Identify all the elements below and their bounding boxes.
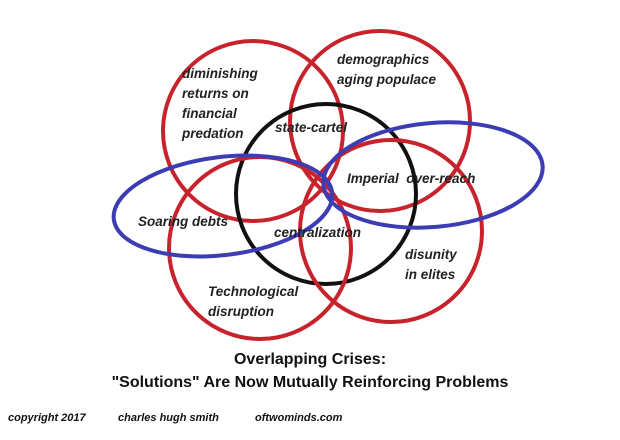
label-line: predation — [182, 126, 244, 141]
footer-copyright: copyright 2017 — [8, 412, 86, 424]
title-line-1: Overlapping Crises: — [233, 351, 387, 368]
circle-disunity — [298, 138, 484, 324]
footer-site: oftwominds.com — [255, 412, 343, 424]
ellipse-imperial — [321, 120, 545, 230]
circle-financial — [161, 39, 345, 223]
label-line: Technological — [208, 284, 299, 299]
label-centralization: centralization — [274, 225, 362, 240]
label-line: aging populace — [337, 72, 437, 87]
label-imperial-overreach: Imperial over-reach — [347, 171, 476, 186]
label-technological: Technological disruption — [208, 282, 298, 322]
label-state-cartel: state-cartel — [275, 120, 348, 135]
label-line: demographics — [337, 52, 430, 67]
label-line: disunity — [405, 247, 457, 262]
label-demographics: demographics aging populace — [337, 50, 436, 90]
label-line: in elites — [405, 267, 456, 282]
label-financial: diminishing returns on financial predati… — [182, 64, 258, 144]
label-disunity: disunity in elites — [405, 245, 457, 285]
circle-demographics — [288, 29, 472, 213]
label-line: diminishing — [182, 66, 258, 81]
label-line: financial — [182, 106, 237, 121]
label-line: returns on — [182, 86, 249, 101]
footer-author: charles hugh smith — [118, 412, 219, 424]
label-line: disruption — [208, 304, 274, 319]
label-soaring-debts: Soaring debts — [138, 214, 229, 229]
title-line-2: "Solutions" Are Now Mutually Reinforcing… — [111, 374, 509, 391]
circle-centralization — [234, 102, 418, 286]
ellipse-soaring-debts — [111, 153, 335, 259]
